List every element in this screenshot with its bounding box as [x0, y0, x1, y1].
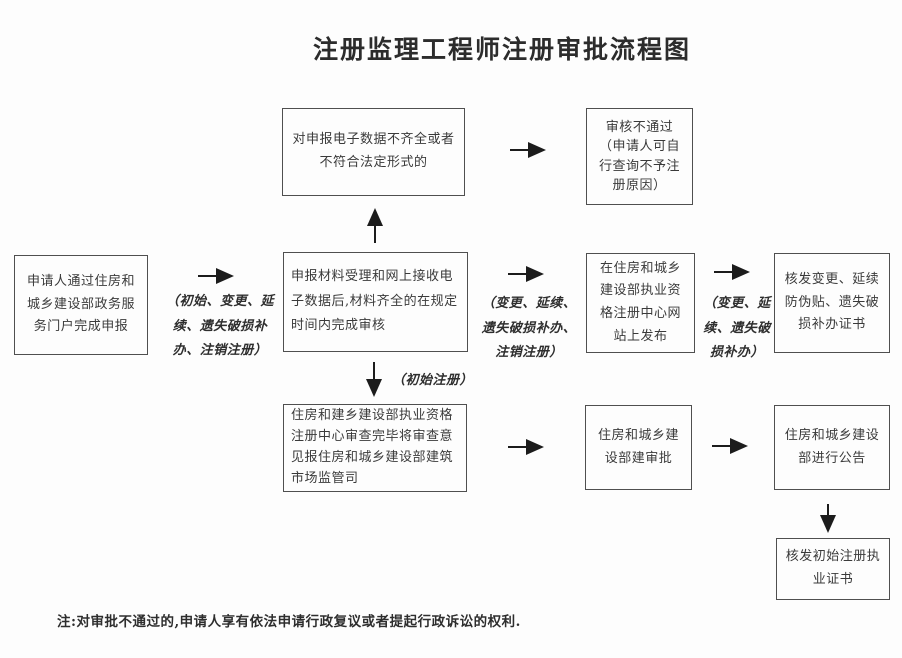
arrow-label-apply-types: （初始、变更、延续、遗失破损补办、注销注册） [165, 294, 274, 359]
box-ministry-approve: 住房和城乡建设部建审批 [585, 405, 692, 490]
box-applicant: 申请人通过住房和城乡建设部政务服务门户完成申报 [14, 255, 148, 355]
box-center-review: 住房和建乡建设部执业资格注册中心审查完毕将审查意见报住房和城乡建设部建筑市场监管… [283, 404, 467, 492]
box-ministry-announce-text: 住房和城乡建设部进行公告 [784, 427, 880, 466]
footnote: 注:对审批不通过的,申请人享有依法申请行政复议或者提起行政诉讼的权利. [57, 614, 521, 630]
box-ministry-announce: 住房和城乡建设部进行公告 [774, 405, 890, 490]
box-publish-site: 在住房和城乡建设部执业资格注册中心网站上发布 [586, 253, 695, 353]
box-accept-review-text: 申报材料受理和网上接收电子数据后,材料齐全的在规定时间内完成审核 [291, 268, 458, 334]
arrow-label-initial-reg: （初始注册） [392, 373, 474, 388]
box-incomplete-data: 对申报电子数据不齐全或者不符合法定形式的 [282, 108, 465, 196]
box-review-fail-text: 审核不通过（申请人可自行查询不予注册原因） [598, 119, 680, 194]
box-review-fail: 审核不通过（申请人可自行查询不予注册原因） [586, 108, 693, 205]
box-ministry-approve-text: 住房和城乡建设部建审批 [597, 427, 679, 466]
box-accept-review: 申报材料受理和网上接收电子数据后,材料齐全的在规定时间内完成审核 [283, 252, 468, 352]
box-issue-change-cert: 核发变更、延续防伪贴、遗失破损补办证书 [774, 253, 890, 353]
box-issue-initial-cert-text: 核发初始注册执业证书 [785, 549, 881, 587]
page-title: 注册监理工程师注册审批流程图 [312, 35, 691, 64]
arrow-label-publish-types: （变更、延续、遗失破损补办、注销注册） [481, 296, 577, 361]
box-issue-change-cert-text: 核发变更、延续防伪贴、遗失破损补办证书 [784, 271, 880, 333]
arrow-label-issue-types: （变更、延续、遗失破损补办） [703, 296, 771, 361]
box-publish-site-text: 在住房和城乡建设部执业资格注册中心网站上发布 [599, 260, 681, 344]
box-applicant-text: 申请人通过住房和城乡建设部政务服务门户完成申报 [26, 273, 135, 335]
box-issue-initial-cert: 核发初始注册执业证书 [776, 538, 890, 600]
box-center-review-text: 住房和建乡建设部执业资格注册中心审查完毕将审查意见报住房和城乡建设部建筑市场监管… [291, 408, 454, 486]
box-incomplete-data-text: 对申报电子数据不齐全或者不符合法定形式的 [292, 132, 455, 170]
